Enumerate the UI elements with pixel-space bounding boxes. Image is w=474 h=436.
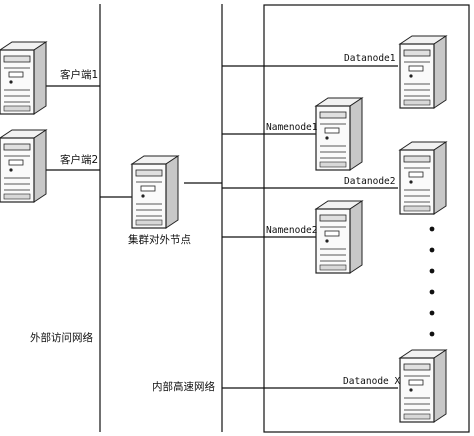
gateway-label: 集群对外节点 (128, 234, 191, 246)
datanodex-label: Datanode X (343, 376, 401, 387)
client2-server-icon (0, 129, 47, 203)
cluster-boundary (263, 4, 470, 433)
datanodex-server-icon (399, 349, 447, 423)
namenode2-label: Namenode2 (266, 225, 318, 236)
network-lines (38, 4, 470, 433)
client2-label: 客户端2 (60, 154, 99, 166)
datanode1-server-icon (399, 35, 447, 109)
more-datanodes-ellipsis (429, 226, 435, 337)
internal-network-label: 内部高速网络 (152, 381, 215, 393)
namenode2-server-icon (315, 200, 363, 274)
namenode1-server-icon (315, 97, 363, 171)
datanode1-label: Datanode1 (344, 53, 396, 64)
namenode1-label: Namenode1 (266, 122, 318, 133)
gateway-server-icon (131, 155, 179, 229)
external-network-label: 外部访问网络 (30, 332, 93, 344)
datanode2-label: Datanode2 (344, 176, 396, 187)
client1-label: 客户端1 (60, 69, 99, 81)
datanode2-server-icon (399, 141, 447, 215)
client1-server-icon (0, 41, 47, 115)
